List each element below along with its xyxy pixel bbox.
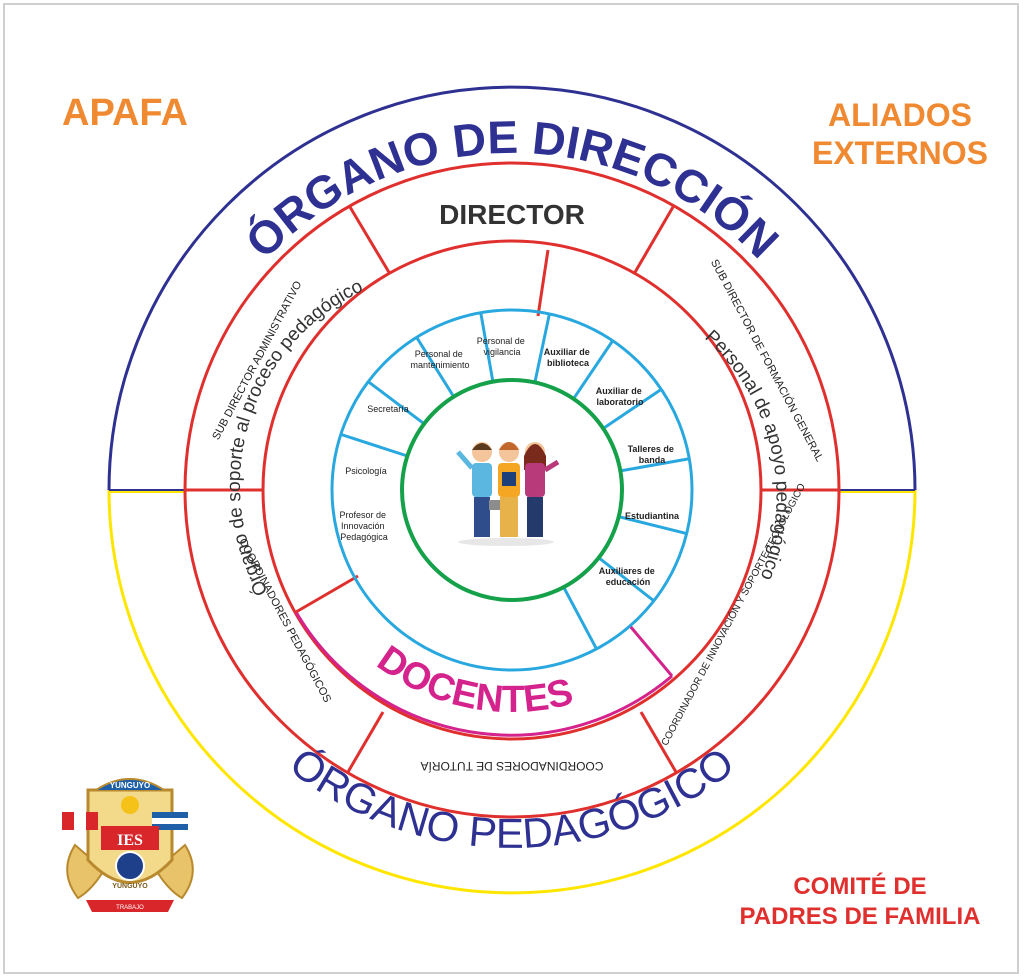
comite-line-2: PADRES DE FAMILIA xyxy=(739,903,981,930)
aliados-line-1: ALIADOS xyxy=(828,97,972,133)
segment-personal-mantenimiento: Personal de mantenimiento xyxy=(410,349,469,370)
cyan-segment-divider xyxy=(618,515,688,536)
cyan-segment-divider xyxy=(367,380,426,425)
student-bag xyxy=(489,500,501,510)
aliados-externos-label: ALIADOS EXTERNOS xyxy=(800,96,1000,172)
crest-wing-right xyxy=(154,843,194,900)
docentes-arc xyxy=(294,611,673,737)
cyan-ring-outer xyxy=(330,308,694,672)
segment-psicologia: Psicología xyxy=(345,466,387,476)
student-legs xyxy=(500,497,518,537)
segment-estudiantina: Estudiantina xyxy=(625,511,680,521)
student-hair xyxy=(472,443,492,450)
students-shadow xyxy=(458,538,554,546)
segment-talleres-banda: Talleres de banda xyxy=(628,444,677,465)
outer-ring-top-arc xyxy=(107,85,917,491)
cyan-segment-divider xyxy=(602,388,663,430)
cyan-segment-divider xyxy=(533,313,551,383)
inner-divider xyxy=(628,625,674,677)
cyan-segment-divider xyxy=(572,339,614,400)
segment-auxiliar-biblioteca: Auxiliar de biblioteca xyxy=(544,347,593,368)
crest-top-text: YUNGUYO xyxy=(110,781,150,790)
inner-divider xyxy=(295,574,359,614)
student-legs xyxy=(474,497,490,537)
crest-wing-left xyxy=(66,843,106,900)
cyan-segment-divider xyxy=(620,457,690,473)
student-hair xyxy=(499,442,519,450)
crest-sun xyxy=(121,796,139,814)
segment-secretaria: Secretaría xyxy=(367,404,409,414)
crest-top-arch xyxy=(95,778,165,791)
school-crest-logo: YUNGUYO IES YUNGUYO TRABAJO xyxy=(62,778,194,912)
outer-ring-bottom-arc xyxy=(107,489,917,895)
crest-letter-box xyxy=(101,826,159,850)
middle-divider xyxy=(639,711,678,773)
aliados-line-2: EXTERNOS xyxy=(811,135,989,171)
crest-flag-left-stripe xyxy=(74,812,86,830)
cyan-left-labels: Profesor de Innovación Pedagógica Psicol… xyxy=(339,336,528,542)
cyan-segment-divider xyxy=(597,556,655,603)
student-legs xyxy=(527,497,543,537)
crest-emblem xyxy=(115,851,145,881)
students-illustration xyxy=(456,442,560,546)
apafa-label: APAFA xyxy=(62,92,188,134)
middle-divider xyxy=(346,711,385,773)
crest-letters: IES xyxy=(117,832,143,849)
crest-banner-text: TRABAJO xyxy=(116,905,144,911)
segment-personal-vigilancia: Personal de vigilancia xyxy=(477,336,528,357)
student-arm xyxy=(456,450,474,470)
segment-auxiliares-educacion: Auxiliares de educación xyxy=(599,566,658,587)
segment-auxiliar-laboratorio: Auxiliar de laboratorio xyxy=(596,386,645,407)
director-label: DIRECTOR xyxy=(439,199,585,230)
comite-line-1: COMITÉ DE xyxy=(793,873,927,900)
middle-divider xyxy=(632,206,675,275)
comite-padres-label: COMITÉ DE PADRES DE FAMILIA xyxy=(720,872,1000,932)
student-arm xyxy=(543,459,560,473)
cyan-segment-divider xyxy=(415,336,455,398)
crest-flag-right-stripe xyxy=(152,818,188,824)
cyan-dividers xyxy=(340,312,690,650)
cyan-segment-divider xyxy=(479,312,495,382)
segment-profesor-innovacion: Profesor de Innovación Pedagógica xyxy=(339,510,388,542)
student-body xyxy=(472,463,492,497)
cyan-segment-divider xyxy=(562,586,598,650)
cyan-segment-divider xyxy=(340,432,408,458)
middle-divider xyxy=(348,206,392,275)
crest-middle-text: YUNGUYO xyxy=(112,883,148,890)
coordinadores-tutoria-label: COORDINADORES DE TUTORÍA xyxy=(421,759,604,774)
student-body xyxy=(525,463,545,497)
crest-banner xyxy=(86,900,174,912)
student-book xyxy=(502,472,516,486)
cyan-right-labels: Auxiliar de biblioteca Auxiliar de labor… xyxy=(544,347,680,587)
inner-divider xyxy=(536,249,550,317)
